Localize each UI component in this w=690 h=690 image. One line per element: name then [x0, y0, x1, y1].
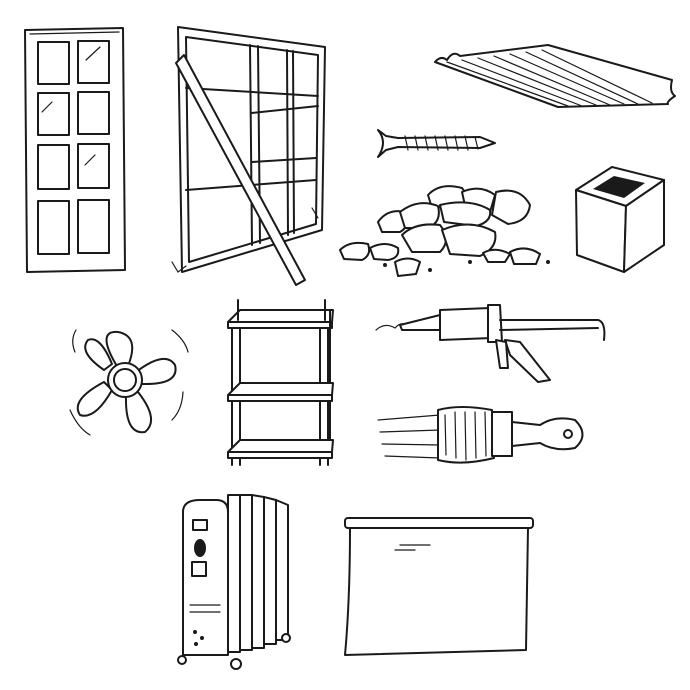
corrugated-sheet-icon: [434, 44, 676, 108]
wall-frame-icon: [171, 26, 326, 286]
screw-icon: [377, 129, 496, 158]
shelf-icon: [227, 299, 334, 466]
paintbrush-icon: [377, 406, 584, 464]
rocks-icon: [339, 185, 550, 277]
caulk-gun-icon: [375, 304, 606, 383]
oil-radiator-icon: [177, 494, 291, 670]
roller-blind-icon: [344, 517, 534, 656]
concrete-block-icon: [575, 166, 665, 273]
door-icon: [24, 27, 126, 273]
fan-icon: [69, 329, 189, 436]
